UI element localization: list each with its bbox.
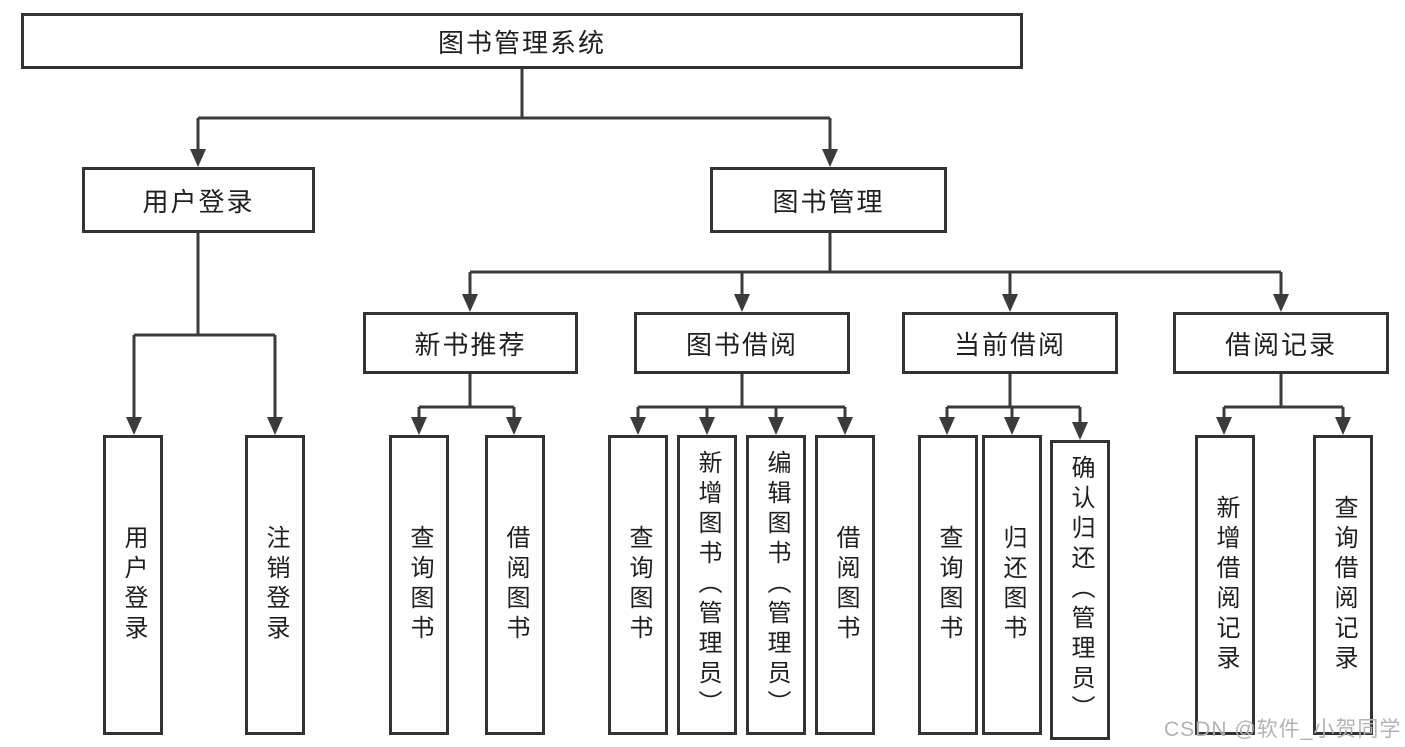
node-new-book-recommend: 新书推荐 [363, 312, 578, 374]
leaf-borrow-books-recommend: 借阅图书 [485, 435, 545, 735]
leaf-borrow-books: 借阅图书 [815, 435, 875, 735]
leaf-query-books-current: 查询图书 [918, 435, 978, 735]
node-book-management: 图书管理 [710, 167, 947, 233]
leaf-confirm-return-admin: 确认归还（管理员） [1050, 440, 1110, 740]
leaf-query-books-recommend: 查询图书 [389, 435, 449, 735]
leaf-logout: 注销登录 [245, 435, 305, 735]
leaf-add-borrow-record: 新增借阅记录 [1195, 435, 1255, 735]
node-current-borrow: 当前借阅 [902, 312, 1118, 374]
leaf-query-books-borrow: 查询图书 [608, 435, 668, 735]
leaf-return-books: 归还图书 [982, 435, 1042, 735]
leaf-add-books-admin: 新增图书（管理员） [677, 435, 737, 735]
leaf-edit-books-admin: 编辑图书（管理员） [746, 435, 806, 735]
watermark: CSDN @软件_小贺同学 [1164, 718, 1402, 741]
node-root: 图书管理系统 [21, 13, 1023, 69]
node-book-borrow: 图书借阅 [634, 312, 850, 374]
node-borrow-records: 借阅记录 [1173, 312, 1389, 374]
node-user-login: 用户登录 [82, 167, 315, 233]
leaf-user-login: 用户登录 [103, 435, 163, 735]
leaf-query-borrow-record: 查询借阅记录 [1313, 435, 1373, 735]
